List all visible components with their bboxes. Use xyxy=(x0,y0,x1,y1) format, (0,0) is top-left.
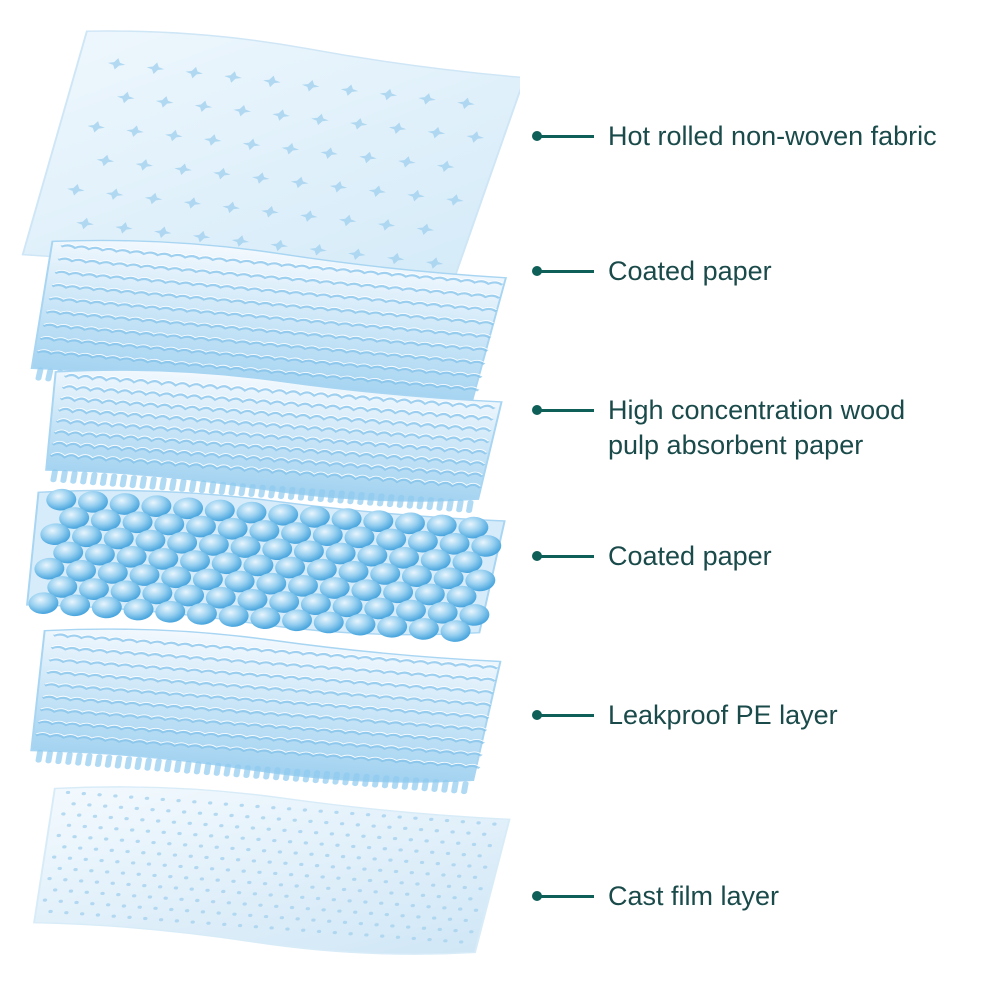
connector-stroke xyxy=(540,555,594,558)
legend-label: High concentration wood pulp absorbent pa… xyxy=(608,393,905,463)
layers-illustration xyxy=(21,30,520,955)
legend-label-line: Hot rolled non-woven fabric xyxy=(608,121,937,151)
layer-coated-paper-bubbles xyxy=(26,488,506,642)
layer-coated-paper-top xyxy=(30,239,508,418)
legend-label-line: Leakproof PE layer xyxy=(608,700,838,730)
connector-stroke xyxy=(540,895,594,898)
connector-stroke xyxy=(540,270,594,273)
connector-line xyxy=(528,546,596,566)
legend-item-hot-rolled-non-woven-fabric: Hot rolled non-woven fabric xyxy=(528,121,937,154)
legend-item-cast-film-layer: Cast film layer xyxy=(528,881,779,914)
legend-label: Coated paper xyxy=(608,254,772,289)
legend-label-line: High concentration wood xyxy=(608,395,906,425)
connector-dot-icon xyxy=(532,131,542,141)
layer-leakproof-pe-layer xyxy=(30,628,502,795)
connector-line xyxy=(528,705,596,725)
legend-label: Leakproof PE layer xyxy=(608,698,838,733)
legend-label: Coated paper xyxy=(608,539,772,574)
legend-label: Hot rolled non-woven fabric xyxy=(608,119,937,154)
legend-label-line: pulp absorbent paper xyxy=(608,430,864,460)
legend-item-high-concentration-wood-pulp: High concentration wood pulp absorbent pa… xyxy=(528,395,905,463)
connector-dot-icon xyxy=(532,405,542,415)
legend-label-line: Coated paper xyxy=(608,541,772,571)
layer-cast-film-layer xyxy=(33,786,511,955)
connector-dot-icon xyxy=(532,891,542,901)
connector-line xyxy=(528,261,596,281)
legend-item-leakproof-pe-layer: Leakproof PE layer xyxy=(528,700,838,733)
layer-high-concentration-wood-pulp xyxy=(45,369,503,514)
connector-stroke xyxy=(540,409,594,412)
connector-dot-icon xyxy=(532,710,542,720)
legend-label: Cast film layer xyxy=(608,879,779,914)
legend-label-line: Cast film layer xyxy=(608,881,780,911)
connector-stroke xyxy=(540,714,594,717)
legend-item-coated-paper-bubbles: Coated paper xyxy=(528,541,772,574)
legend-item-coated-paper-top: Coated paper xyxy=(528,256,772,289)
connector-line xyxy=(528,400,596,420)
connector-line xyxy=(528,886,596,906)
connector-dot-icon xyxy=(532,551,542,561)
legend-label-line: Coated paper xyxy=(608,256,772,286)
connector-dot-icon xyxy=(532,266,542,276)
connector-stroke xyxy=(540,135,594,138)
connector-line xyxy=(528,126,596,146)
